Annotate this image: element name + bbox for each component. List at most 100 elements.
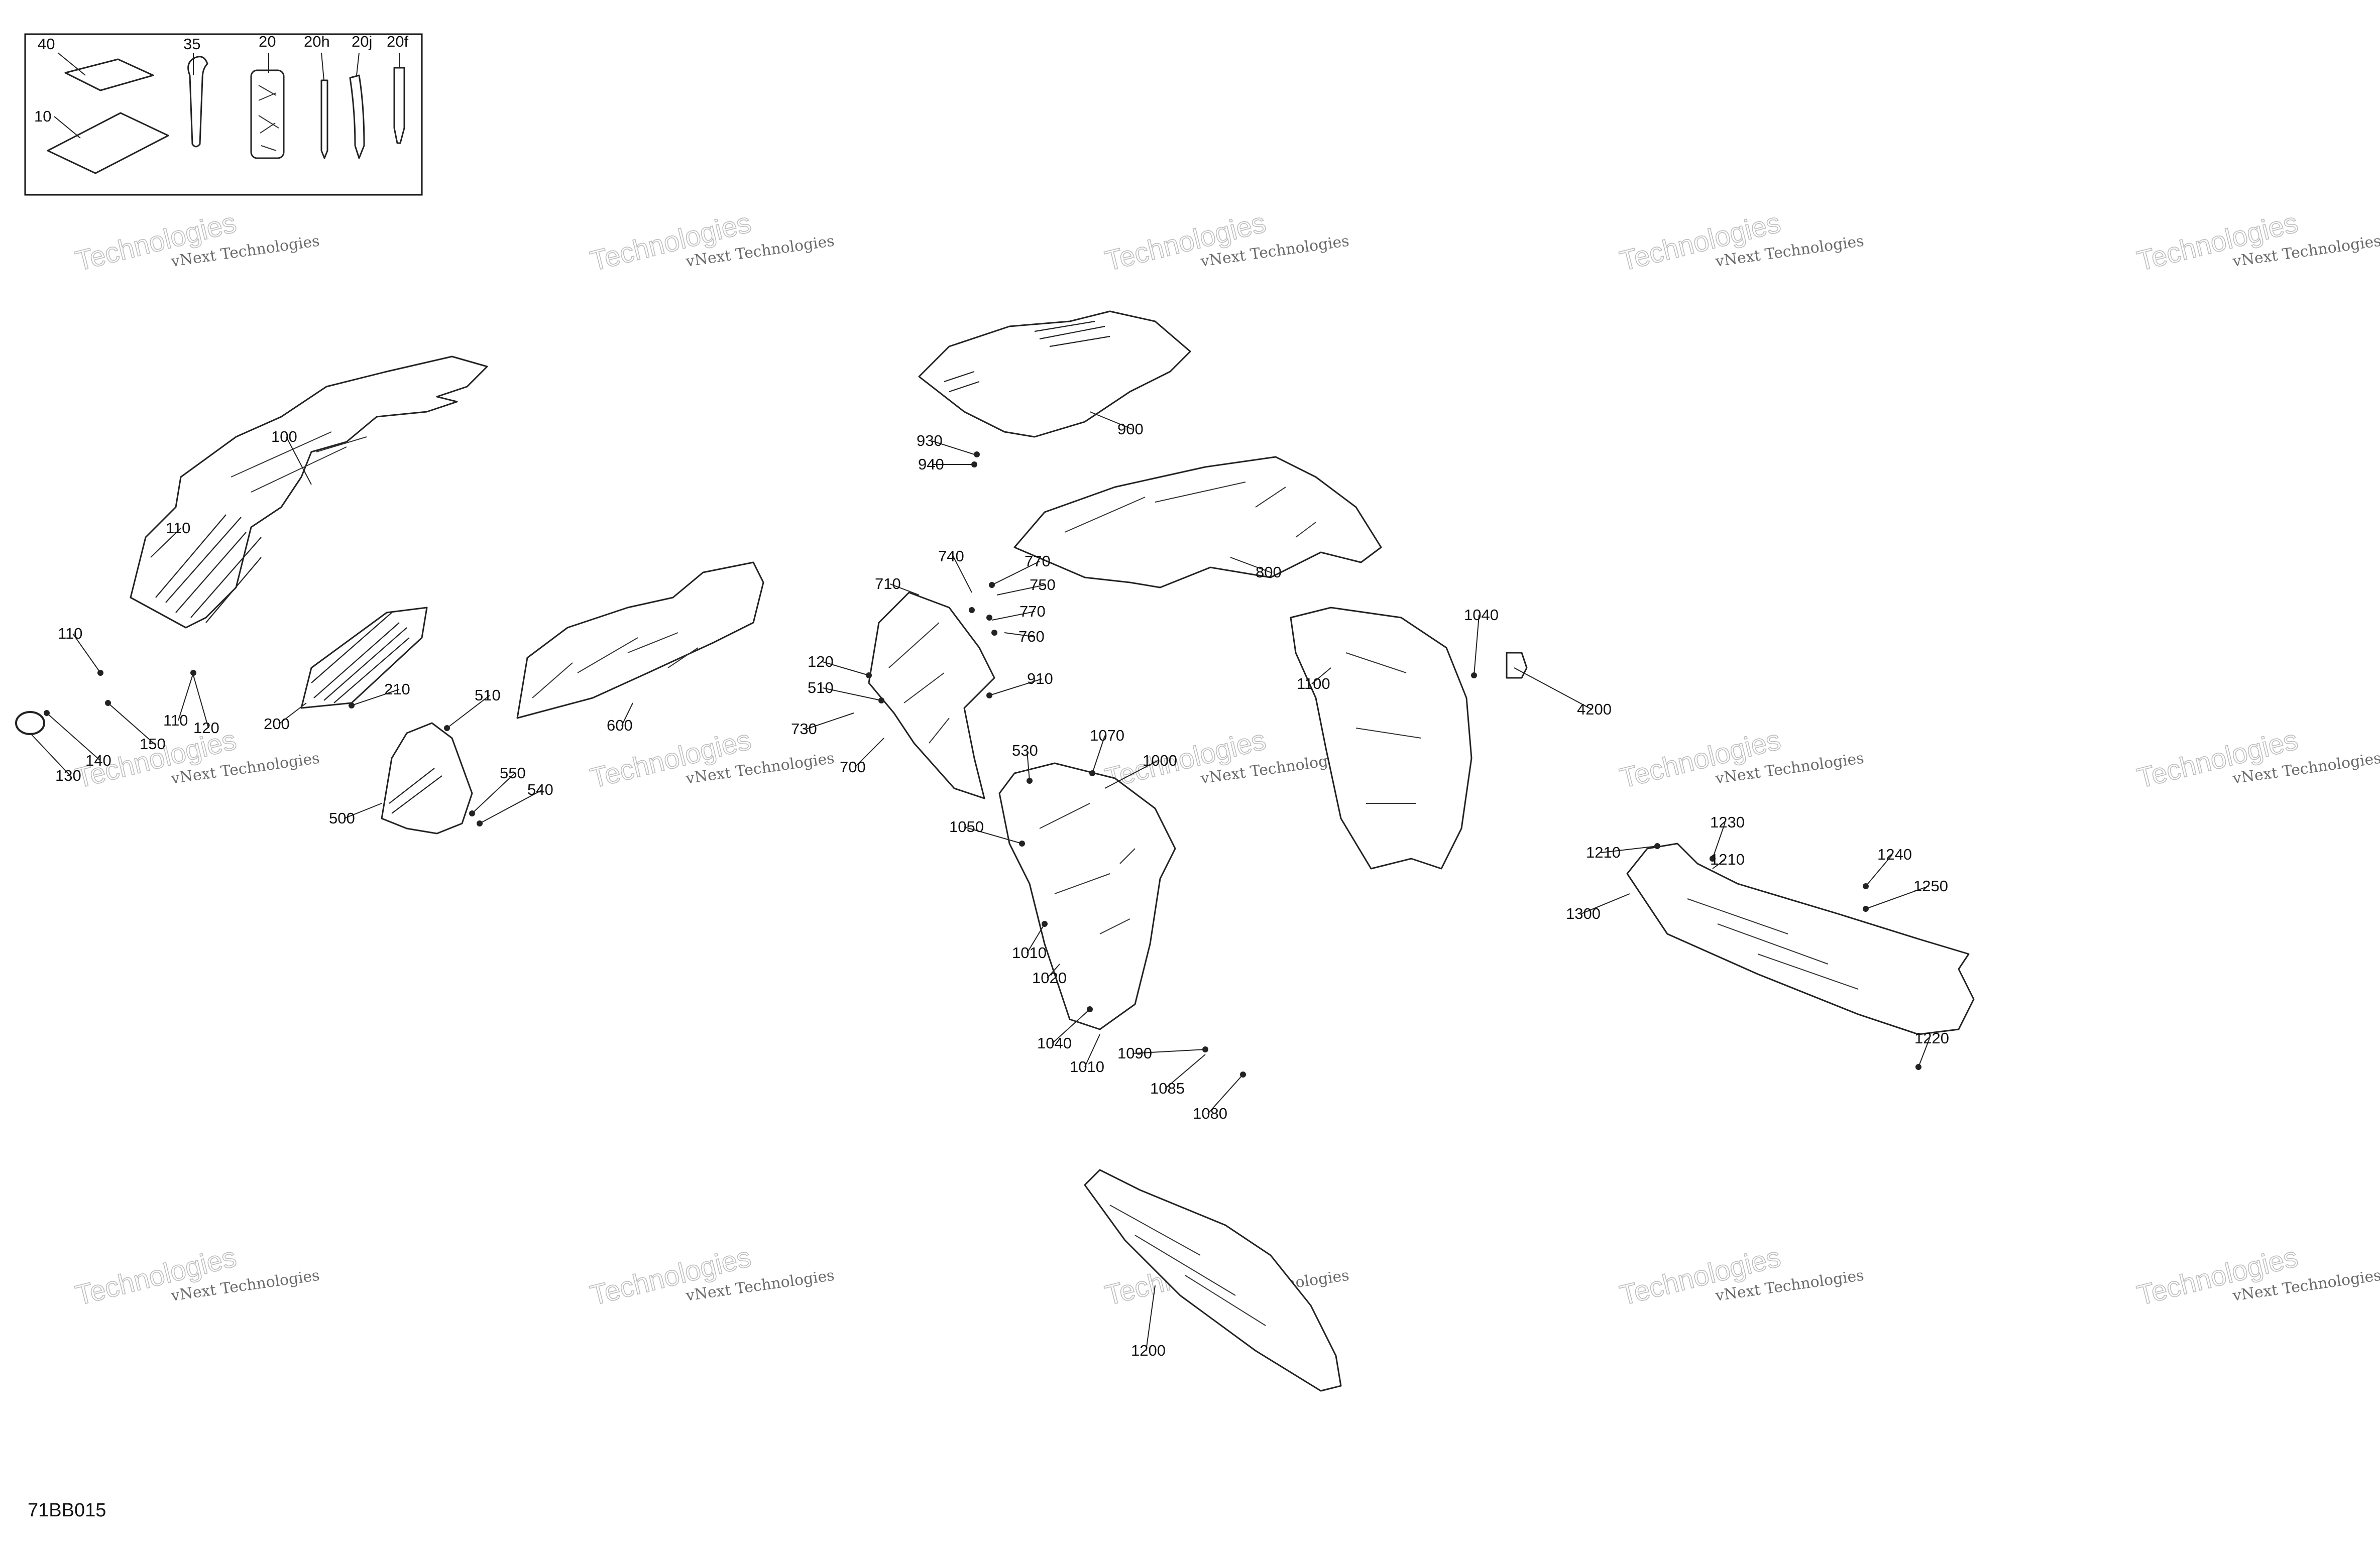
- callout: 930: [917, 432, 975, 455]
- callout-leader: [1165, 1054, 1206, 1089]
- callout-leader: [472, 773, 515, 814]
- callout-label: 760: [1018, 628, 1045, 645]
- callout-label: 740: [938, 547, 964, 565]
- callout: 1070: [1090, 727, 1124, 774]
- callout: 1100: [1297, 667, 1331, 692]
- callout-leader: [1514, 667, 1593, 710]
- watermark-outline-text: Technologies: [72, 1241, 239, 1311]
- tool-20f: [393, 67, 405, 144]
- callout: 770: [991, 603, 1046, 621]
- callout: 120: [193, 675, 219, 737]
- watermark-outline-text: Technologies: [2134, 724, 2301, 794]
- kit-label-35: 35: [183, 35, 200, 53]
- callout-label: 600: [607, 717, 633, 734]
- callout: 110: [150, 519, 190, 558]
- callout-leader: [1027, 750, 1030, 781]
- callout: 140: [46, 713, 111, 769]
- part-1000-side-panel: [998, 762, 1176, 1030]
- callout-label: 130: [55, 767, 81, 784]
- callout-leader: [46, 713, 101, 761]
- callout-label: 1090: [1117, 1044, 1152, 1062]
- kit-label-20j: 20j: [352, 33, 372, 50]
- callout-label: 1230: [1710, 813, 1745, 831]
- callout: 1230: [1710, 813, 1745, 859]
- callout-label: 800: [1256, 563, 1282, 581]
- callout-label: 110: [58, 625, 82, 642]
- callout-label: 750: [1030, 576, 1056, 594]
- callout: 740: [938, 547, 972, 593]
- callout: 1010: [1070, 1034, 1104, 1076]
- callout-label: 1050: [949, 818, 984, 836]
- callout-label: 1300: [1566, 905, 1601, 922]
- callout-label: 700: [840, 758, 866, 776]
- callout-leader: [1004, 632, 1034, 637]
- callout-label: 910: [1027, 670, 1053, 687]
- callout-label: 1040: [1464, 606, 1499, 624]
- callout: 1040: [1464, 606, 1499, 676]
- callout: 910: [989, 670, 1053, 696]
- part-700-dash-side: [868, 591, 995, 799]
- part-100-front-fascia: [130, 355, 488, 629]
- callout-label: 900: [1117, 420, 1144, 438]
- callout-leader: [1474, 615, 1480, 676]
- callout: 120: [808, 653, 869, 676]
- callout: 1250: [1865, 877, 1948, 909]
- callout: 730: [791, 713, 854, 738]
- watermark-outline-text: Technologies: [1102, 724, 1269, 794]
- manual-sheet-10: [47, 112, 169, 174]
- watermark-outline-text: Technologies: [1617, 206, 1783, 277]
- callout-label: 770: [1019, 603, 1046, 620]
- part-4200-clip: [1506, 652, 1528, 679]
- tool-pouch-20: [250, 69, 285, 159]
- kit-label-20: 20: [259, 33, 276, 50]
- callout-label: 510: [808, 679, 834, 696]
- callout-label: 1020: [1032, 969, 1067, 987]
- kit-label-20f: 20f: [387, 33, 408, 50]
- callout-leader: [621, 702, 633, 726]
- callout: 700: [840, 738, 884, 776]
- callout-leader: [344, 803, 382, 819]
- callout-leader: [72, 633, 101, 673]
- callout: 1220: [1914, 1029, 1949, 1067]
- watermark-outline-text: Technologies: [2134, 1241, 2301, 1311]
- callout-label: 1220: [1914, 1029, 1949, 1047]
- callout-label: 1040: [1037, 1034, 1072, 1052]
- callout-label: 730: [791, 720, 817, 738]
- callout-leader: [822, 687, 882, 701]
- callout-leader: [991, 611, 1035, 621]
- watermark-outline-text: Technologies: [1617, 724, 1783, 794]
- callout-leader: [1712, 859, 1726, 869]
- part-1300-rocker: [1626, 843, 1975, 1035]
- callout: 540: [479, 781, 553, 824]
- callout: 1240: [1865, 846, 1912, 887]
- callout: 1020: [1032, 964, 1067, 987]
- callout: 510: [808, 679, 882, 701]
- callout-leader: [1104, 760, 1158, 789]
- callout-leader: [1146, 1285, 1156, 1351]
- callout-label: 1250: [1913, 877, 1948, 895]
- callout-leader: [1089, 411, 1133, 430]
- callout-label: 530: [1012, 742, 1038, 759]
- callout-leader: [1311, 667, 1331, 684]
- callout: 110: [58, 625, 101, 673]
- callout-leader: [150, 528, 181, 558]
- part-600-inner-fender: [516, 561, 764, 719]
- callout-leader: [278, 702, 307, 725]
- callout: 750: [996, 576, 1056, 596]
- callout-leader: [1601, 846, 1658, 853]
- kit-label-20h: 20h: [304, 33, 330, 50]
- callout-leader: [1865, 886, 1929, 909]
- callout: 1050: [949, 818, 1023, 844]
- callout-leader: [178, 672, 194, 721]
- callout: 1080: [1193, 1074, 1243, 1122]
